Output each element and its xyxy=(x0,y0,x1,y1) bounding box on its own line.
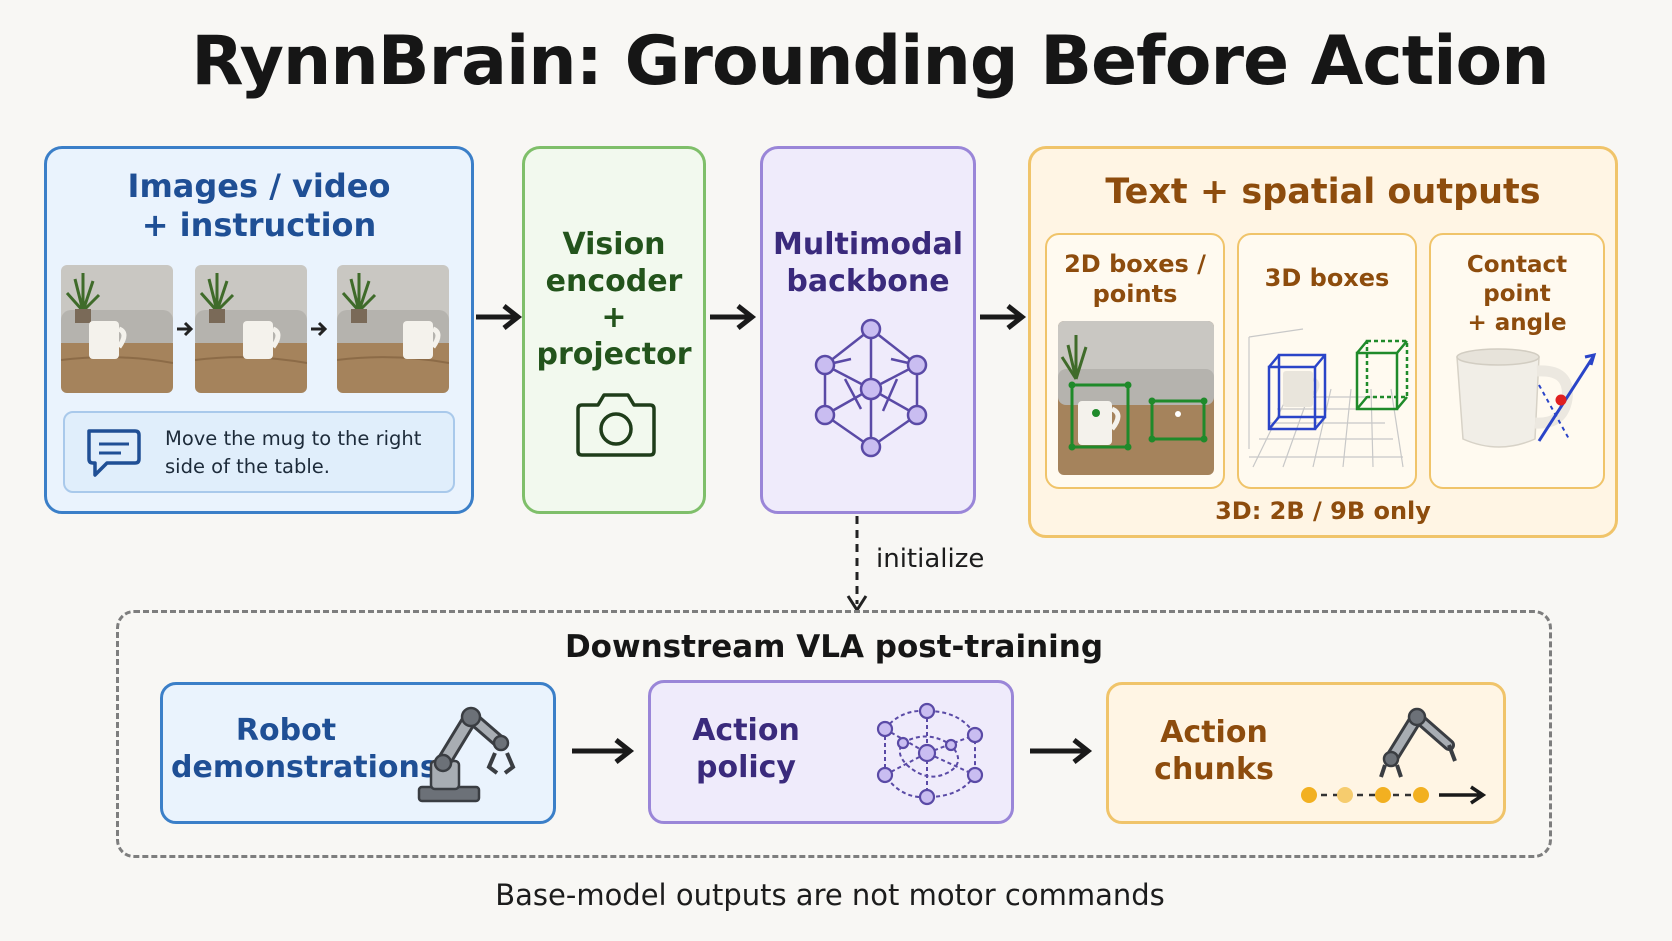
output-2d-boxes-label: 2D boxes / points xyxy=(1064,250,1206,308)
action-chunks-label: Action chunks xyxy=(1154,715,1274,787)
chat-bubble-icon xyxy=(87,429,141,477)
output-contact-point: Contact point + angle xyxy=(1429,233,1605,489)
2d-boxes-image xyxy=(1058,321,1214,475)
flow-arrow-icon xyxy=(1030,738,1093,764)
multimodal-backbone-panel: Multimodal backbone xyxy=(760,146,976,514)
flow-arrow-icon xyxy=(572,738,635,764)
flow-arrow-icon xyxy=(476,304,523,330)
initialize-arrow-icon xyxy=(846,516,868,613)
action-sequence-icon xyxy=(1301,785,1487,805)
footer-caption: Base-model outputs are not motor command… xyxy=(495,878,1165,912)
output-2d-boxes: 2D boxes / points xyxy=(1045,233,1225,489)
action-policy-box: Action policy xyxy=(648,680,1014,824)
instruction-text: Move the mug to the right side of the ta… xyxy=(165,427,422,478)
video-frame-2 xyxy=(195,265,307,393)
action-chunks-box: Action chunks xyxy=(1106,682,1506,824)
frame-arrow-icon xyxy=(311,321,328,337)
video-frame-1 xyxy=(61,265,173,393)
vision-encoder-label: Vision encoder + projector xyxy=(536,227,692,372)
downstream-heading: Downstream VLA post-training xyxy=(564,629,1104,665)
robot-gripper-icon xyxy=(1379,707,1457,778)
downstream-vla-container: Downstream VLA post-training xyxy=(116,610,1552,858)
frame-arrow-icon xyxy=(177,321,194,337)
policy-network-icon xyxy=(876,702,984,806)
spatial-outputs-heading: Text + spatial outputs xyxy=(1105,172,1541,212)
camera-icon xyxy=(576,393,656,457)
outputs-note: 3D: 2B / 9B only xyxy=(1215,497,1431,525)
robot-arm-icon xyxy=(417,706,516,803)
3d-boxes-image xyxy=(1248,328,1409,468)
flow-arrow-icon xyxy=(980,304,1027,330)
initialize-label: initialize xyxy=(876,544,985,574)
backbone-label: Multimodal backbone xyxy=(773,227,963,299)
spatial-outputs-panel: Text + spatial outputs 2D boxes / points… xyxy=(1028,146,1618,538)
output-3d-boxes: 3D boxes xyxy=(1237,233,1417,489)
action-policy-label: Action policy xyxy=(692,713,800,785)
robot-demonstrations-label: Robot demonstrations xyxy=(171,713,438,785)
neural-network-icon xyxy=(814,318,928,458)
video-frame-3 xyxy=(337,265,449,393)
page-title: RynnBrain: Grounding Before Action xyxy=(191,22,1549,101)
input-panel-heading: Images / video + instruction xyxy=(127,167,391,245)
contact-point-image xyxy=(1456,348,1597,448)
vision-encoder-panel: Vision encoder + projector xyxy=(522,146,706,514)
flow-arrow-icon xyxy=(710,304,757,330)
output-contact-label: Contact point + angle xyxy=(1466,252,1568,336)
instruction-box: Move the mug to the right side of the ta… xyxy=(63,411,455,493)
output-3d-boxes-label: 3D boxes xyxy=(1264,264,1390,292)
input-panel: Images / video + instruction xyxy=(44,146,474,514)
robot-demonstrations-box: Robot demonstrations xyxy=(160,682,556,824)
